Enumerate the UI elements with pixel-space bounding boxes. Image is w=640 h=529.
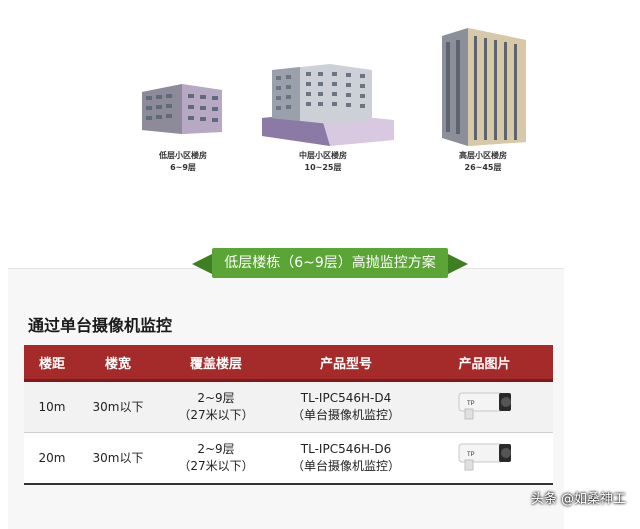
cell-image: TP — [416, 432, 553, 485]
floors-value: 2~9层 — [197, 391, 235, 405]
low-rise-caption: 低层小区楼房 6~9层 — [128, 150, 238, 174]
building-range: 10~25层 — [304, 163, 342, 172]
cell-floors: 2~9层 （27米以下） — [156, 432, 276, 485]
building-name: 低层小区楼房 — [159, 151, 207, 160]
header-model: 产品型号 — [276, 345, 416, 382]
header-width: 楼宽 — [80, 345, 156, 382]
building-range: 6~9层 — [170, 163, 196, 172]
model-note: （单台摄像机监控） — [291, 408, 400, 422]
header-distance: 楼距 — [24, 345, 80, 382]
building-illustrations: 低层小区楼房 6~9层 中层小区楼房 10~25层 高 — [0, 0, 640, 190]
low-rise-building-image — [142, 84, 222, 134]
cell-model: TL-IPC546H-D4 （单台摄像机监控） — [276, 380, 416, 433]
building-name: 高层小区楼房 — [459, 151, 507, 160]
cell-model: TL-IPC546H-D6 （单台摄像机监控） — [276, 432, 416, 485]
floors-note: （27米以下） — [178, 459, 254, 473]
model-value: TL-IPC546H-D4 — [300, 391, 392, 405]
cell-distance: 10m — [24, 380, 80, 433]
building-name: 中层小区楼房 — [299, 151, 347, 160]
mid-rise-caption: 中层小区楼房 10~25层 — [268, 150, 378, 174]
banner-label: 低层楼栋（6~9层）高抛监控方案 — [212, 248, 448, 278]
product-table: 楼距 楼宽 覆盖楼层 产品型号 产品图片 10m 30m以下 2~9层 （27米… — [24, 345, 553, 485]
header-image: 产品图片 — [416, 345, 553, 382]
cell-image: TP — [416, 380, 553, 433]
cell-distance: 20m — [24, 432, 80, 485]
camera-image: TP — [458, 443, 511, 470]
model-value: TL-IPC546H-D6 — [300, 442, 392, 456]
floors-value: 2~9层 — [197, 442, 235, 456]
building-range: 26~45层 — [464, 163, 502, 172]
section-title: 通过单台摄像机监控 — [28, 316, 173, 335]
banner-ribbon-right — [448, 254, 468, 274]
section-banner: 低层楼栋（6~9层）高抛监控方案 — [190, 244, 470, 284]
table-row: 10m 30m以下 2~9层 （27米以下） TL-IPC546H-D4 （单台… — [24, 380, 553, 433]
floors-note: （27米以下） — [178, 408, 254, 422]
cell-floors: 2~9层 （27米以下） — [156, 380, 276, 433]
camera-image: TP — [458, 392, 511, 419]
cell-width: 30m以下 — [80, 432, 156, 485]
svg-text:TP: TP — [467, 401, 475, 407]
high-rise-caption: 高层小区楼房 26~45层 — [428, 150, 538, 174]
table-header-row: 楼距 楼宽 覆盖楼层 产品型号 产品图片 — [24, 345, 553, 382]
header-floors: 覆盖楼层 — [156, 345, 276, 382]
high-rise-building-image — [442, 28, 526, 146]
mid-rise-building-image — [262, 64, 394, 146]
model-note: （单台摄像机监控） — [291, 459, 400, 473]
svg-text:TP: TP — [467, 452, 475, 458]
cell-width: 30m以下 — [80, 380, 156, 433]
watermark: 头条 @如桑神工 — [530, 492, 626, 507]
banner-ribbon-left — [192, 254, 212, 274]
table-row: 20m 30m以下 2~9层 （27米以下） TL-IPC546H-D6 （单台… — [24, 432, 553, 485]
